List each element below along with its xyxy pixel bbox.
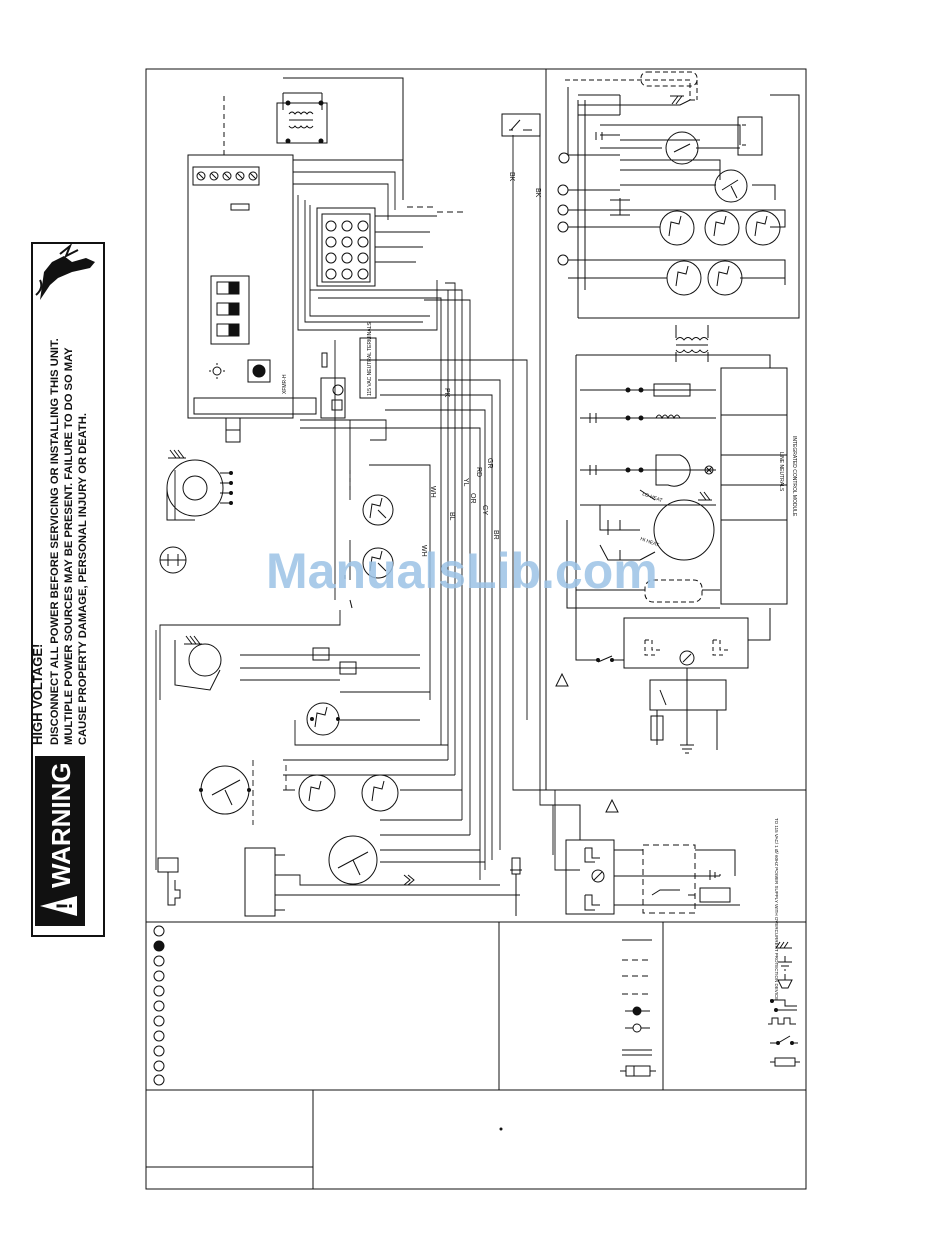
board-labels: XFMR-H 115 VAC NEUTRAL TERMINALS xyxy=(282,322,373,396)
wire-harness xyxy=(155,135,580,896)
legend-wire-symbols xyxy=(620,939,656,1077)
wire-label-bk1: BK xyxy=(508,172,515,182)
wire-label-br: BR xyxy=(492,530,499,540)
svg-text:!: ! xyxy=(52,902,77,909)
components-left xyxy=(157,449,522,917)
power-supply-label: TO 115 VAC/ 1 Ø/ 60HZ POWER SUPPLY WITH … xyxy=(774,818,779,1000)
control-board xyxy=(187,77,404,443)
wire-label-gy: GY xyxy=(481,505,488,515)
warning-label: ! WARNING HIGH VOLTAGE! DISCONNECT ALL P… xyxy=(30,242,105,937)
warning-heading: WARNING xyxy=(46,762,76,888)
lo-heat-label: LO HEAT xyxy=(641,491,663,504)
legend-junction-symbols xyxy=(153,925,165,1086)
integrated-control-module-label: INTEGRATED CONTROL MODULE xyxy=(791,436,797,517)
wire-label-rd: RD xyxy=(475,467,482,477)
warning-line-2: DISCONNECT ALL POWER BEFORE SERVICING OR… xyxy=(49,338,61,745)
warning-line-4: CAUSE PROPERTY DAMAGE, PERSONAL INJURY O… xyxy=(77,413,89,745)
wire-label-or: OR xyxy=(469,493,476,504)
electric-shock-icon xyxy=(35,242,95,300)
warning-line-1: HIGH VOLTAGE! xyxy=(30,644,45,745)
wire-color-labels: BK BK PK WH WH YL BL RD OR GR GY BR xyxy=(420,172,541,557)
legend-component-symbols xyxy=(768,941,800,1067)
wire-label-yl: YL xyxy=(462,478,469,487)
legend xyxy=(153,925,800,1131)
xfmr-label: XFMR-H xyxy=(282,374,288,394)
warning-line-3: MULTIPLE POWER SOURCES MAY BE PRESENT. F… xyxy=(63,347,75,745)
watermark: ManualsLib.com xyxy=(266,543,658,599)
wire-label-gr: GR xyxy=(486,458,493,469)
wire-label-wh2: WH xyxy=(420,545,427,557)
diagram-frame xyxy=(145,68,807,1190)
wire-label-pk: PK xyxy=(443,388,450,398)
wire-label-bk2: BK xyxy=(534,188,541,198)
wire-label-bl: BL xyxy=(448,512,455,521)
line-neutrals-label: LINE NEUTRALS xyxy=(778,452,784,492)
neutral-terminals-label: 115 VAC NEUTRAL TERMINALS xyxy=(367,322,373,396)
wire-label-wh1: WH xyxy=(429,486,436,498)
ladder-diagram xyxy=(501,71,800,915)
